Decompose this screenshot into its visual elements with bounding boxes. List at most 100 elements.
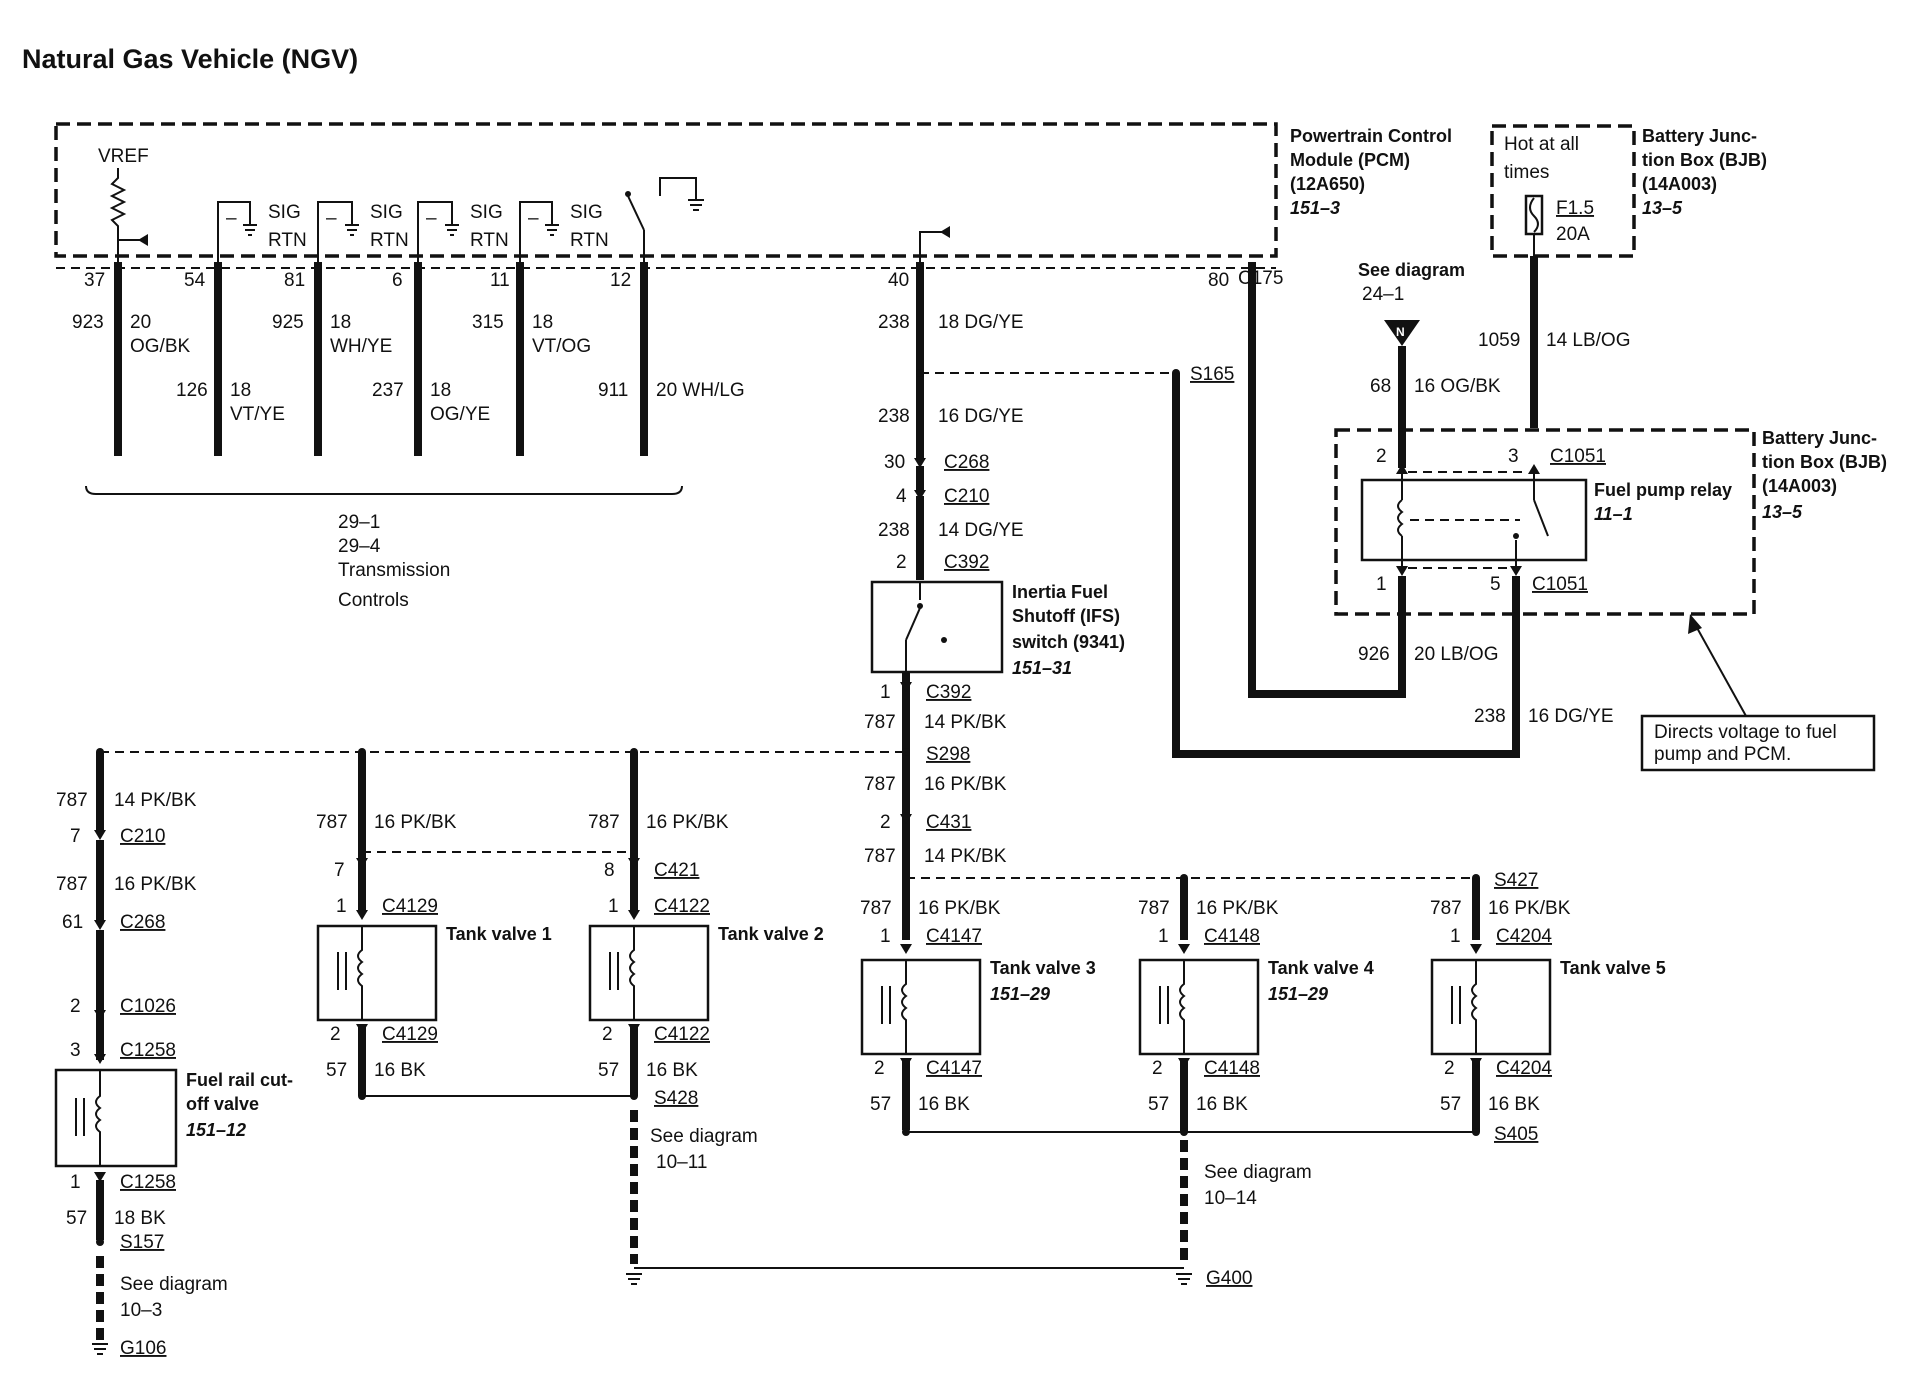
- svg-text:787: 787: [588, 812, 620, 833]
- ifs-label-1: Inertia Fuel: [1012, 582, 1108, 602]
- svg-text:16 DG/YE: 16 DG/YE: [1528, 706, 1614, 727]
- svg-text:787: 787: [56, 874, 88, 895]
- conn-c268-left: C268: [120, 912, 165, 933]
- svg-text:16 PK/BK: 16 PK/BK: [374, 812, 457, 833]
- tank-valve-4: 787 16 PK/BK 1 C4148 Tank valve 4 151–29…: [1138, 878, 1374, 1289]
- svg-text:18: 18: [532, 312, 553, 333]
- svg-text:926: 926: [1358, 644, 1390, 665]
- svg-text:–: –: [528, 208, 539, 229]
- svg-text:20 WH/LG: 20 WH/LG: [656, 380, 745, 401]
- svg-text:4: 4: [896, 486, 907, 507]
- diagram-title: Natural Gas Vehicle (NGV): [22, 44, 358, 74]
- tank-valve-4-label: Tank valve 4: [1268, 958, 1374, 978]
- tank-valve-1: 787 16 PK/BK 7 1 C4129 Tank valve 1 2 C4…: [316, 752, 634, 1100]
- ifs-label-2: Shutoff (IFS): [1012, 606, 1120, 626]
- svg-text:787: 787: [864, 846, 896, 867]
- vref-label: VREF: [98, 146, 149, 167]
- relay-label: Fuel pump relay: [1594, 480, 1732, 500]
- conn-c421: C421: [654, 860, 699, 881]
- svg-text:RTN: RTN: [370, 230, 409, 251]
- pin-40: 40: [888, 270, 909, 291]
- conn-c4122-top: C4122: [654, 896, 710, 917]
- svg-text:(14A003): (14A003): [1642, 174, 1717, 194]
- svg-text:14 PK/BK: 14 PK/BK: [924, 846, 1007, 867]
- svg-text:787: 787: [864, 774, 896, 795]
- svg-text:24–1: 24–1: [1362, 284, 1404, 305]
- svg-text:16 BK: 16 BK: [374, 1060, 426, 1081]
- svg-text:SIG: SIG: [570, 202, 603, 223]
- svg-text:Directs voltage to fuel: Directs voltage to fuel: [1654, 722, 1837, 743]
- svg-text:Battery Junc-: Battery Junc-: [1762, 428, 1877, 448]
- svg-text:18: 18: [430, 380, 451, 401]
- pin-81: 81: [284, 270, 305, 291]
- sig-rtn-11: – SIG RTN: [519, 201, 609, 262]
- ground-g106: G106: [120, 1338, 166, 1359]
- pcm-switch-12: [625, 177, 704, 262]
- tank-valve-2-box: [588, 924, 710, 1022]
- svg-text:238: 238: [878, 312, 910, 333]
- svg-text:RTN: RTN: [268, 230, 307, 251]
- fuel-rail-valve-box: [54, 1068, 178, 1168]
- conn-c175: C175: [1238, 268, 1283, 289]
- svg-text:20 LB/OG: 20 LB/OG: [1414, 644, 1499, 665]
- pin-37: 37: [84, 270, 105, 291]
- svg-text:13–5: 13–5: [1642, 198, 1683, 218]
- svg-text:7: 7: [70, 826, 81, 847]
- pcm-ref: 151–3: [1290, 198, 1340, 218]
- svg-text:VT/OG: VT/OG: [532, 336, 591, 357]
- svg-text:14 DG/YE: 14 DG/YE: [938, 520, 1024, 541]
- pcm-label-3: (12A650): [1290, 174, 1365, 194]
- pin-6: 6: [392, 270, 403, 291]
- svg-text:16 BK: 16 BK: [918, 1094, 970, 1115]
- svg-text:2: 2: [70, 996, 81, 1017]
- svg-text:68: 68: [1370, 376, 1391, 397]
- svg-text:See diagram: See diagram: [650, 1126, 758, 1147]
- svg-text:57: 57: [870, 1094, 891, 1115]
- svg-text:151–29: 151–29: [990, 984, 1050, 1004]
- trans-bracket: [85, 485, 683, 495]
- pin-11: 11: [490, 270, 510, 291]
- conn-c210-center: C210: [944, 486, 989, 507]
- svg-text:pump and PCM.: pump and PCM.: [1654, 744, 1791, 765]
- svg-text:8: 8: [604, 860, 615, 881]
- svg-text:16 DG/YE: 16 DG/YE: [938, 406, 1024, 427]
- svg-text:off valve: off valve: [186, 1094, 259, 1114]
- trans-ref-2: 29–4: [338, 536, 381, 557]
- svg-text:18 DG/YE: 18 DG/YE: [938, 312, 1024, 333]
- svg-text:7: 7: [334, 860, 345, 881]
- svg-text:SIG: SIG: [470, 202, 503, 223]
- conn-c4122-bottom: C4122: [654, 1024, 710, 1045]
- svg-text:14 LB/OG: 14 LB/OG: [1546, 330, 1631, 351]
- svg-text:–: –: [426, 208, 437, 229]
- svg-text:14 PK/BK: 14 PK/BK: [924, 712, 1007, 733]
- svg-text:OG/BK: OG/BK: [130, 336, 191, 357]
- svg-text:18: 18: [330, 312, 351, 333]
- tank-valve-5-label: Tank valve 5: [1560, 958, 1666, 978]
- svg-text:3: 3: [1508, 446, 1519, 467]
- svg-text:SIG: SIG: [268, 202, 301, 223]
- conn-c1258-top: C1258: [120, 1040, 176, 1061]
- splice-s298: S298: [926, 744, 970, 765]
- svg-text:–: –: [326, 208, 337, 229]
- svg-text:237: 237: [372, 380, 404, 401]
- svg-text:61: 61: [62, 912, 83, 933]
- svg-text:SIG: SIG: [370, 202, 403, 223]
- svg-text:tion Box (BJB): tion Box (BJB): [1642, 150, 1767, 170]
- ifs-switch-box: [870, 580, 1004, 674]
- conn-c1258-bottom: C1258: [120, 1172, 176, 1193]
- svg-text:787: 787: [860, 898, 892, 919]
- svg-text:2: 2: [330, 1024, 341, 1045]
- svg-text:238: 238: [878, 520, 910, 541]
- svg-text:See diagram: See diagram: [1204, 1162, 1312, 1183]
- svg-text:126: 126: [176, 380, 208, 401]
- conn-c1026: C1026: [120, 996, 176, 1017]
- svg-text:times: times: [1504, 162, 1549, 183]
- pin-54: 54: [184, 270, 206, 291]
- left-circuit: 787 14 PK/BK 7 C210 787 16 PK/BK 61 C268…: [54, 752, 293, 1359]
- svg-text:1: 1: [70, 1172, 81, 1193]
- svg-text:1: 1: [880, 682, 891, 703]
- svg-text:RTN: RTN: [470, 230, 509, 251]
- conn-c1051-bottom: C1051: [1532, 574, 1588, 595]
- svg-text:10–3: 10–3: [120, 1300, 162, 1321]
- svg-text:10–11: 10–11: [656, 1152, 707, 1173]
